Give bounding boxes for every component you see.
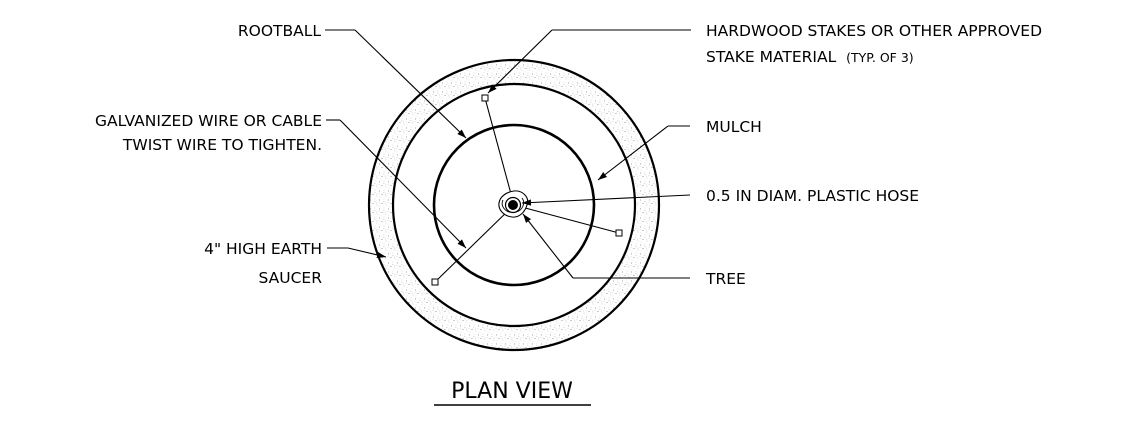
guy-wires [434, 97, 620, 283]
stake-markers [431, 94, 623, 286]
tree-label: TREE [705, 270, 746, 288]
leader-lines [325, 29, 691, 279]
tree-trunk [498, 190, 529, 218]
wire-label-line2: TWIST WIRE TO TIGHTEN. [122, 136, 322, 154]
mulch-label: MULCH [706, 118, 762, 136]
rootball-label: ROOTBALL [238, 22, 322, 40]
hose-label: 0.5 IN DIAM. PLASTIC HOSE [706, 187, 919, 205]
plan-view-title: PLAN VIEW [451, 379, 573, 404]
stakes-label-main: STAKE MATERIAL [706, 48, 837, 66]
stakes-label-note: (TYP. OF 3) [846, 50, 914, 65]
stakes-label-line1: HARDWOOD STAKES OR OTHER APPROVED [706, 22, 1042, 40]
saucer-label-line1: 4" HIGH EARTH [204, 240, 322, 258]
wire-label-line1: GALVANIZED WIRE OR CABLE [95, 112, 322, 130]
saucer-label-line2: SAUCER [259, 269, 323, 287]
rootball-circle [432, 123, 596, 287]
stakes-label-line2: STAKE MATERIAL (TYP. OF 3) [706, 48, 914, 66]
